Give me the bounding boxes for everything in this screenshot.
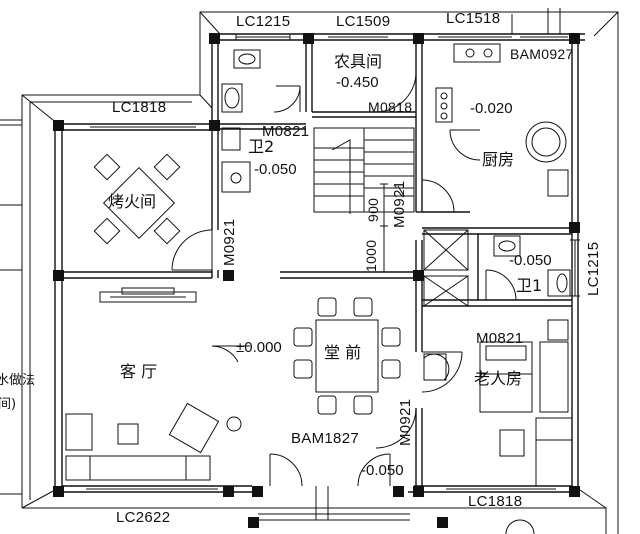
level-main: ±0.000 (236, 339, 282, 356)
room-label-elder: 老人房 (474, 369, 523, 388)
dimension-900: 900 (365, 197, 381, 222)
doors (171, 69, 517, 520)
fixtures (65, 43, 573, 487)
dimension-1000: 1000 (363, 239, 379, 272)
stairs (313, 127, 415, 273)
window-lc1215-right (570, 239, 580, 297)
level-kitchen: -0.020 (470, 100, 513, 117)
room-label-bbq: 烤火间 (108, 192, 157, 211)
window-label-bam0927: BAM0927 (510, 46, 574, 62)
door-label-m0821-elder: M0821 (476, 330, 524, 347)
room-label-hall: 堂 前 (324, 343, 362, 362)
door-label-m0921-stair: M0921 (391, 180, 408, 228)
window-label-lc1818-left: LC1818 (112, 99, 167, 116)
window-label-lc1215-top: LC1215 (236, 13, 291, 30)
door-m0821-elder (421, 351, 463, 393)
room-label-bath1: 卫1 (516, 276, 543, 295)
door-m0821-bath (273, 85, 301, 113)
level-bath1: -0.050 (509, 252, 552, 269)
window-lc1818-left (90, 123, 196, 131)
door-label-m0921-bottom: M0921 (397, 398, 414, 446)
entry-steps (258, 507, 535, 534)
room-label-kitchen: 厨房 (482, 150, 515, 169)
windows (86, 8, 580, 493)
window-lc2622 (86, 485, 218, 493)
door-label-m0921-left: M0921 (221, 218, 238, 266)
door-label-m0821-bath: M0821 (262, 123, 310, 140)
window-label-lc2622: LC2622 (116, 509, 171, 526)
window-lc1215-top (235, 33, 291, 41)
cropped-note-1: 水做法 (0, 373, 36, 388)
window-label-lc1215-right: LC1215 (585, 241, 602, 296)
window-lc1518 (438, 33, 512, 41)
window-label-bam1827: BAM1827 (291, 430, 359, 447)
room-label-bath2: 卫2 (248, 137, 275, 156)
window-label-lc1509: LC1509 (336, 13, 391, 30)
door-label-m0818: M0818 (368, 99, 413, 115)
shafts (423, 229, 469, 307)
door-m0921-left (171, 229, 213, 271)
door-kitchen (449, 129, 481, 161)
columns (53, 33, 580, 528)
level-bath2: -0.050 (254, 161, 297, 178)
door-m0818 (375, 69, 417, 113)
level-entry: -0.050 (361, 462, 404, 479)
door-hall-opening (211, 345, 250, 363)
roof-outline (0, 11, 619, 534)
window-label-lc1518: LC1518 (446, 10, 501, 27)
window-bam0927 (520, 33, 568, 41)
cropped-note-2: 间) (0, 397, 17, 412)
room-label-storage: 农具间 (334, 52, 383, 71)
door-bath1 (485, 269, 517, 301)
door-m0921-bottom (375, 407, 417, 449)
level-storage: -0.450 (336, 74, 379, 91)
door-m0921-stair (421, 179, 455, 213)
window-label-lc1818-bottom: LC1818 (468, 493, 523, 510)
window-lc1509 (328, 33, 388, 41)
window-lc1818-bottom (446, 485, 556, 493)
room-label-living: 客 厅 (120, 362, 158, 381)
